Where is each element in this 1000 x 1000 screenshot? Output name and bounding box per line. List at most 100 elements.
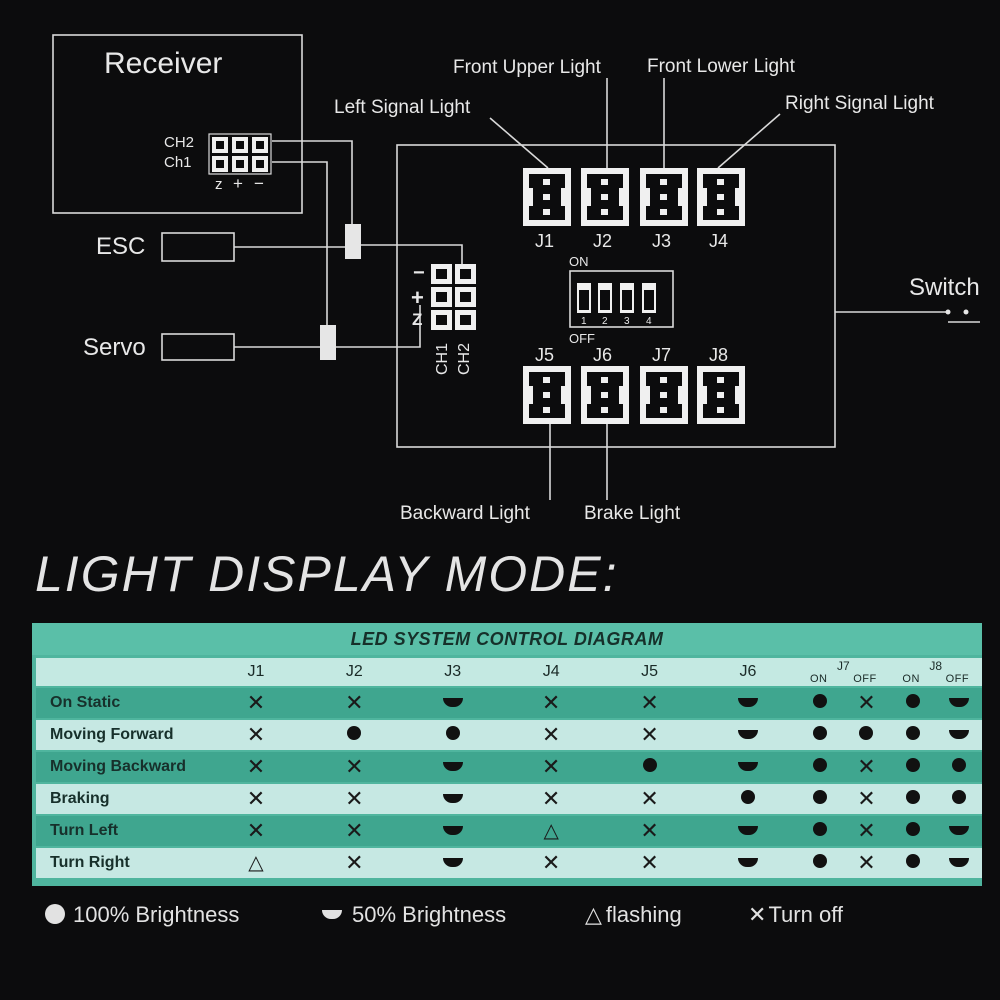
half-brightness-icon — [442, 794, 463, 803]
table-cell: ✕ — [600, 688, 699, 718]
full-brightness-icon — [813, 693, 828, 708]
half-brightness-icon — [948, 826, 969, 835]
table-cell — [797, 720, 844, 750]
table-cell: ✕ — [843, 688, 890, 718]
receiver-pin-plus: + — [233, 174, 243, 193]
table-cell: ✕ — [305, 848, 404, 878]
full-brightness-icon — [813, 853, 828, 868]
header-j8-off: OFF — [945, 673, 970, 685]
receiver-ch2-label: CH2 — [164, 134, 195, 151]
full-brightness-icon — [45, 904, 65, 924]
turn-off-x-icon: ✕ — [541, 753, 561, 779]
turn-off-x-icon: ✕ — [246, 689, 266, 715]
full-brightness-icon — [813, 821, 828, 836]
turn-off-x-icon: ✕ — [640, 721, 659, 747]
table-cell: ✕ — [843, 784, 890, 814]
table-row: Braking✕✕✕✕✕ — [36, 784, 982, 814]
header-j8-on: ON — [902, 673, 920, 685]
header-j1: J1 — [206, 658, 306, 686]
controller-pin-plus: + — [411, 285, 424, 310]
header-j5: J5 — [600, 658, 699, 686]
controller-pin-minus: − — [413, 262, 425, 284]
half-brightness-icon — [442, 698, 463, 707]
turn-off-x-icon: ✕ — [345, 817, 364, 843]
table-cell: ✕ — [206, 720, 306, 750]
full-brightness-icon — [859, 725, 874, 740]
turn-off-x-icon: ✕ — [541, 849, 561, 875]
table-row: Turn Left✕✕△✕✕ — [36, 816, 982, 846]
half-brightness-icon — [737, 698, 758, 707]
callout-front-lower-light: Front Lower Light — [647, 56, 795, 77]
row-label: Moving Forward — [36, 720, 207, 750]
table-cell — [600, 752, 699, 782]
turn-off-x-icon: ✕ — [246, 721, 266, 747]
table-cell — [935, 816, 982, 846]
table-cell — [698, 848, 798, 878]
header-j7-off: OFF — [853, 673, 877, 685]
table-cell — [797, 816, 844, 846]
table-cell — [889, 752, 936, 782]
table-cell — [843, 720, 890, 750]
full-brightness-icon — [951, 789, 966, 804]
port-label-bottom-4: J8 — [709, 345, 729, 365]
turn-off-x-icon: ✕ — [246, 753, 266, 779]
half-brightness-icon — [948, 730, 969, 739]
table-cell — [403, 688, 502, 718]
flashing-triangle-icon: △ — [585, 902, 602, 927]
wiring-diagram — [52, 34, 980, 500]
legend-half: 50% Brightness — [322, 902, 506, 928]
table-cell — [889, 848, 936, 878]
flashing-triangle-icon: △ — [248, 851, 264, 874]
table-cell — [797, 848, 844, 878]
table-cell — [935, 688, 982, 718]
full-brightness-icon — [905, 693, 920, 708]
port-label-bottom-2: J6 — [593, 345, 613, 365]
callout-brake-light: Brake Light — [584, 503, 681, 524]
receiver-pin-z: z — [215, 176, 223, 193]
table-cell: ✕ — [305, 688, 404, 718]
controller-ch1-label: CH1 — [434, 342, 452, 376]
led-control-table-title: LED SYSTEM CONTROL DIAGRAM — [32, 623, 982, 655]
dip-number-3: 3 — [624, 316, 630, 327]
table-cell — [797, 752, 844, 782]
full-brightness-icon — [905, 821, 920, 836]
callout-front-upper-light: Front Upper Light — [453, 57, 601, 78]
table-cell — [698, 720, 798, 750]
dip-switch — [569, 270, 674, 328]
table-cell: △ — [206, 848, 306, 878]
turn-off-x-icon: ✕ — [857, 689, 876, 715]
table-row: Moving Backward✕✕✕✕ — [36, 752, 982, 782]
led-control-table: J1 J2 J3 J4 J5 J6 J7 ON OFF J8 ON — [36, 656, 982, 880]
callout-left-signal-light: Left Signal Light — [334, 97, 471, 118]
table-cell — [797, 688, 844, 718]
turn-off-x-icon: ✕ — [541, 689, 561, 715]
table-cell — [698, 816, 798, 846]
table-cell: ✕ — [600, 784, 699, 814]
half-brightness-icon — [948, 698, 969, 707]
receiver-box — [52, 34, 303, 214]
legend-flash-label: flashing — [605, 902, 682, 927]
port-label-bottom-1: J5 — [535, 345, 555, 365]
turn-off-x-icon: ✕ — [541, 785, 561, 811]
port-label-top-1: J1 — [535, 231, 555, 251]
table-cell: ✕ — [843, 816, 890, 846]
table-cell — [889, 816, 936, 846]
header-j6: J6 — [698, 658, 798, 686]
table-row: Turn Right△✕✕✕✕ — [36, 848, 982, 878]
half-brightness-icon — [737, 858, 758, 867]
full-brightness-icon — [813, 789, 828, 804]
table-cell — [797, 784, 844, 814]
table-cell: ✕ — [206, 816, 306, 846]
half-brightness-icon — [322, 910, 342, 919]
callout-right-signal-light: Right Signal Light — [785, 93, 934, 114]
legend-full-label: 100% Brightness — [73, 902, 240, 927]
turn-off-x-icon: ✕ — [345, 849, 364, 875]
row-label: Braking — [36, 784, 207, 814]
full-brightness-icon — [813, 725, 828, 740]
light-display-mode-title: LIGHT DISPLAY MODE: — [35, 546, 619, 602]
table-cell: ✕ — [501, 848, 601, 878]
port-label-top-4: J4 — [709, 231, 729, 251]
controller-pin-z: Z — [412, 310, 423, 329]
row-label: Turn Left — [36, 816, 207, 846]
legend-half-label: 50% Brightness — [352, 902, 507, 927]
